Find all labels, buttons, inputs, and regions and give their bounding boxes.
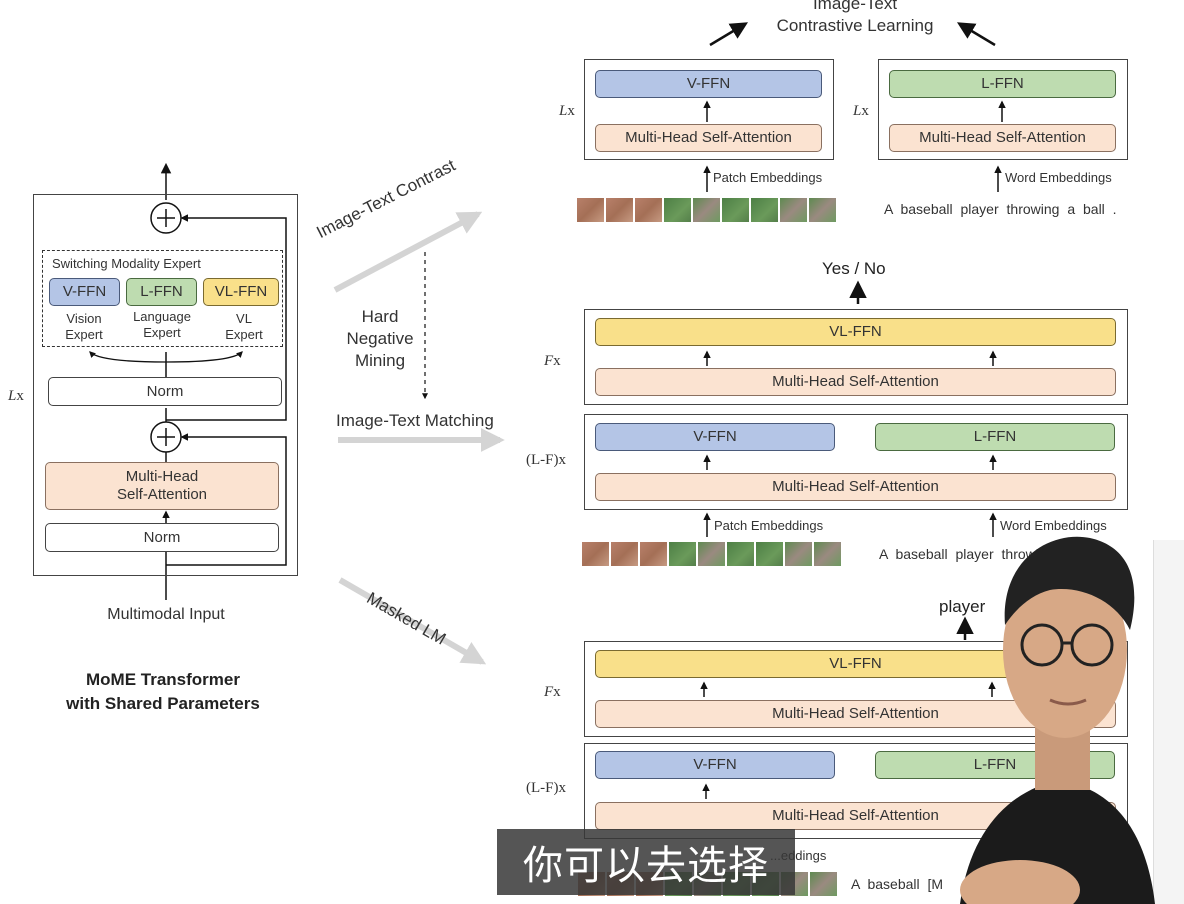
mome-caption: MoME Transformer with Shared Parameters	[30, 668, 296, 716]
itm-patch-embeddings-label: Patch Embeddings	[714, 518, 824, 533]
sme-title: Switching Modality Expert	[52, 256, 201, 271]
caption-line-1: MoME Transformer	[86, 670, 240, 689]
itm-fusion-frame	[584, 309, 1128, 405]
itm-fusion-layer-count: Fx	[544, 353, 561, 369]
language-encoder-frame	[878, 59, 1128, 160]
hard-negative-mining-label: Hard Negative Mining	[346, 307, 414, 371]
mlm-modality-layer-count: (L-F)x	[526, 780, 566, 796]
mlm-fusion-frame	[584, 641, 1128, 737]
multimodal-input-label: Multimodal Input	[107, 606, 225, 623]
itm-sentence: A baseball player throwing	[879, 546, 1055, 562]
itm-image-patches	[582, 542, 841, 566]
mlm-output-label: player	[939, 597, 986, 616]
vision-encoder-frame	[584, 59, 834, 160]
itm-vl-ffn: VL-FFN	[595, 318, 1116, 346]
contrast-patch-embeddings-label: Patch Embeddings	[713, 170, 823, 185]
itm-l-ffn: L-FFN	[875, 423, 1115, 451]
contrast-language-mhsa: Multi-Head Self-Attention	[889, 124, 1116, 152]
mlm-arrow	[338, 577, 487, 665]
task-itm-label: Image-Text Matching	[336, 411, 494, 430]
contrast-image-patches	[577, 198, 836, 222]
mlm-modality-frame	[584, 743, 1128, 839]
vision-expert-label: Vision Expert	[65, 311, 103, 343]
itm-modality-frame	[584, 414, 1128, 510]
itm-output-label: Yes / No	[822, 259, 886, 278]
contrast-vision-layer-count: Lx	[559, 103, 575, 119]
contrast-vision-mhsa: Multi-Head Self-Attention	[595, 124, 822, 152]
vl-expert-label: VL Expert	[225, 311, 263, 343]
contrast-v-ffn: V-FFN	[595, 70, 822, 98]
switching-modality-expert-frame	[42, 250, 283, 347]
left-layer-count: Lx	[8, 388, 24, 404]
caption-line-2: with Shared Parameters	[66, 693, 260, 713]
video-subtitle: 你可以去选择	[497, 829, 795, 895]
language-expert-label: Language Expert	[133, 309, 191, 341]
left-v-ffn: V-FFN	[49, 278, 120, 306]
itm-v-ffn: V-FFN	[595, 423, 835, 451]
left-norm-top: Norm	[48, 377, 282, 406]
itm-word-embeddings-label: Word Embeddings	[1000, 518, 1107, 533]
mlm-v-ffn: V-FFN	[595, 751, 835, 779]
left-norm-bottom: Norm	[45, 523, 279, 552]
contrast-sentence: A baseball player throwing a ball .	[884, 201, 1117, 217]
itm-fusion-mhsa: Multi-Head Self-Attention	[595, 368, 1116, 396]
mome-block-frame	[33, 194, 298, 576]
contrast-word-embeddings-label: Word Embeddings	[1005, 170, 1112, 185]
side-panel	[1153, 540, 1184, 904]
itc-arrow	[333, 211, 483, 293]
left-mhsa: Multi-Head Self-Attention	[45, 462, 279, 510]
contrast-language-layer-count: Lx	[853, 103, 869, 119]
presenter-video	[960, 536, 1155, 904]
contrastive-objective-label: Image-Text Contrastive Learning	[776, 0, 934, 36]
left-l-ffn: L-FFN	[126, 278, 197, 306]
mlm-sentence: A baseball [M	[851, 876, 944, 892]
left-vl-ffn: VL-FFN	[203, 278, 279, 306]
itm-modality-layer-count: (L-F)x	[526, 452, 566, 468]
mlm-fusion-layer-count: Fx	[544, 684, 561, 700]
contrast-l-ffn: L-FFN	[889, 70, 1116, 98]
itm-modality-mhsa: Multi-Head Self-Attention	[595, 473, 1116, 501]
